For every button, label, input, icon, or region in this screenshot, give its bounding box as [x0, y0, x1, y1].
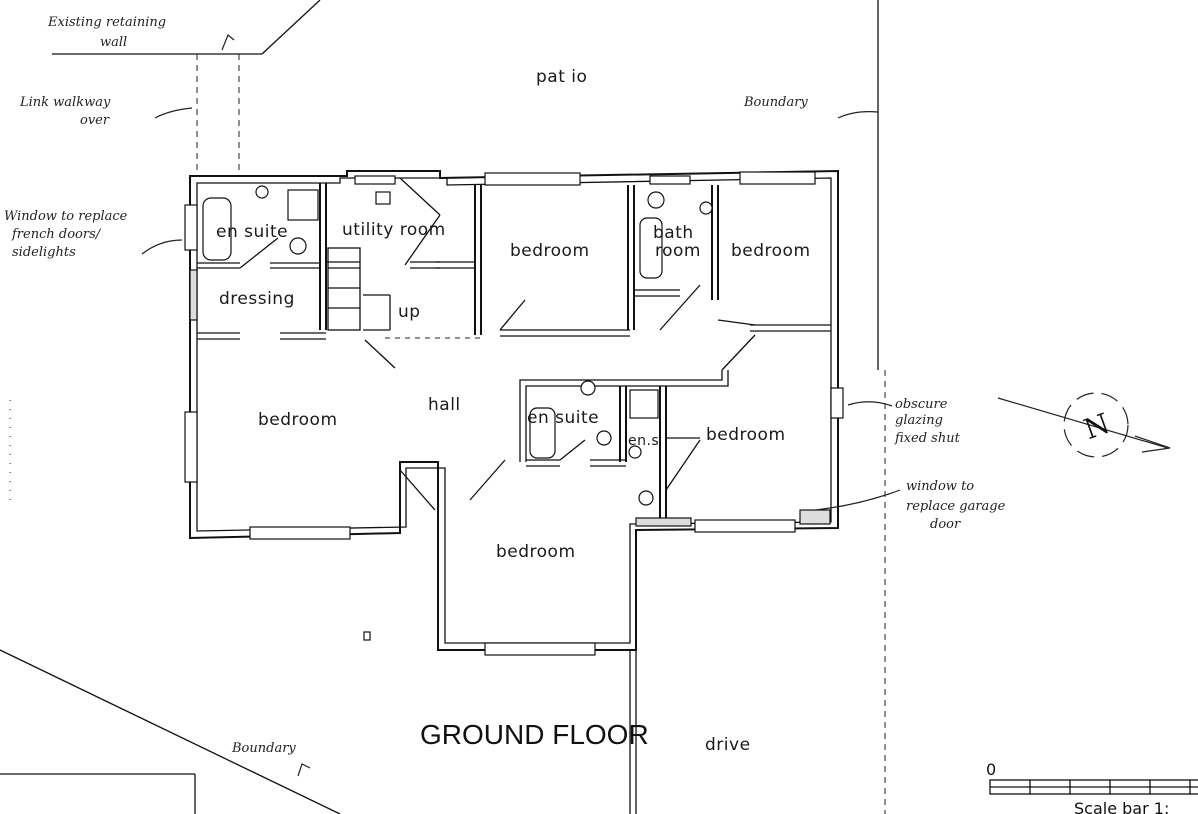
garage-window-note: door	[930, 517, 961, 532]
window-note: Window to replace	[4, 209, 128, 224]
window-note: french doors/	[11, 227, 102, 242]
obscure-glazing-note: obscure	[895, 397, 948, 412]
toilet-fixture	[255, 185, 269, 199]
retaining-wall-note: Existing retaining	[47, 15, 166, 30]
utility-room-label: utility room	[342, 220, 446, 240]
toilet-fixture	[580, 380, 596, 396]
basin-fixture	[699, 201, 713, 215]
toilet-fixture	[647, 191, 665, 209]
stairs-up-label: up	[398, 302, 421, 322]
garage-window-note: window to	[906, 479, 974, 494]
toilet-fixture	[638, 490, 654, 506]
basin-fixture	[596, 430, 612, 446]
windows	[184, 171, 844, 656]
window-note: sidelights	[12, 245, 76, 260]
link-walkway-note: Link walkway	[19, 95, 111, 110]
scale-bar: 0 Scale bar 1:	[986, 760, 1198, 814]
link-walkway-note: over	[80, 113, 110, 128]
bedroom-label: bedroom	[731, 241, 811, 261]
obscure-glazing-note: fixed shut	[894, 431, 961, 446]
annotations: Existing retaining wall Link walkway ove…	[4, 15, 1006, 777]
hall-label: hall	[428, 395, 461, 415]
toilet-fixture	[628, 445, 642, 459]
en-suite-label: en suite	[216, 222, 288, 242]
room-labels: pat io en suite utility room bedroom bat…	[216, 67, 811, 755]
bathroom-label: room	[655, 241, 701, 261]
site-lines	[0, 0, 886, 814]
scale-zero-label: 0	[986, 760, 996, 779]
floor-title: GROUND FLOOR	[420, 719, 649, 750]
north-arrow-icon: N	[997, 392, 1171, 458]
bedroom-label: bedroom	[706, 425, 786, 445]
north-letter: N	[1080, 407, 1114, 446]
garage-window-note: replace garage	[906, 499, 1006, 514]
interior-walls	[197, 183, 831, 525]
dressing-label: dressing	[219, 289, 295, 309]
bath-fixture	[202, 197, 232, 261]
basin-fixture	[287, 189, 319, 221]
sink-fixture	[375, 191, 391, 205]
en-s-label: en.s	[628, 433, 659, 449]
en-suite-label: en suite	[527, 408, 599, 428]
retaining-wall-note: wall	[100, 35, 127, 50]
scale-label: Scale bar 1:	[1074, 799, 1169, 814]
boundary-note: Boundary	[231, 741, 296, 756]
bath-fixture	[639, 217, 663, 279]
obscure-glazing-note: glazing	[895, 413, 943, 428]
bedroom-label: bedroom	[510, 241, 590, 261]
shower-fixture	[629, 389, 659, 419]
fixtures	[202, 185, 713, 641]
toilet-fixture	[289, 237, 307, 255]
door-swings	[239, 177, 756, 511]
patio-label: pat io	[536, 67, 587, 87]
bathroom-label: bath	[653, 223, 694, 243]
drive-label: drive	[705, 735, 751, 755]
bedroom-label: bedroom	[258, 410, 338, 430]
bath-fixture	[529, 407, 556, 459]
bedroom-label: bedroom	[496, 542, 576, 562]
marker-fixture	[363, 631, 371, 641]
boundary-note: Boundary	[743, 95, 808, 110]
